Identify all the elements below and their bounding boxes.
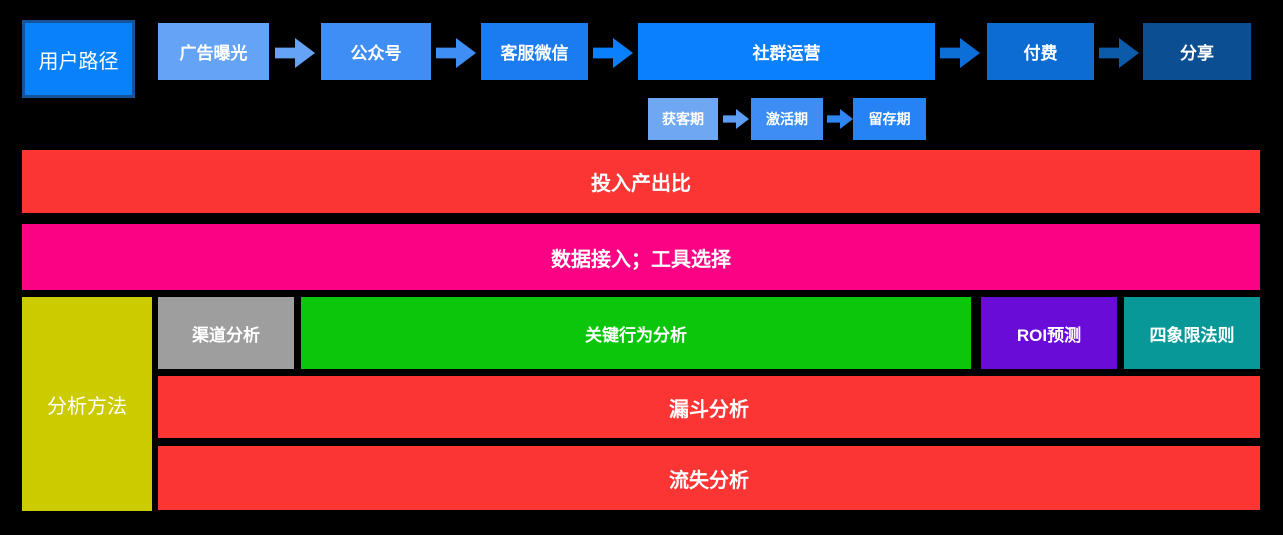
banner-roi-ratio: 投入产出比 bbox=[22, 150, 1260, 213]
phase-step-acquisition: 获客期 bbox=[648, 98, 718, 140]
phase-step-activation: 激活期 bbox=[751, 98, 823, 140]
right-arrow-icon bbox=[593, 38, 633, 68]
banner-data-access-tools: 数据接入；工具选择 bbox=[22, 224, 1260, 290]
method-roi-prediction: ROI预测 bbox=[981, 297, 1117, 369]
right-arrow-icon bbox=[940, 38, 980, 68]
right-arrow-icon bbox=[723, 109, 749, 129]
right-arrow-icon bbox=[275, 38, 315, 68]
right-arrow-icon bbox=[1099, 38, 1139, 68]
method-channel-analysis: 渠道分析 bbox=[158, 297, 294, 369]
flow-step-community-operation: 社群运营 bbox=[638, 23, 935, 80]
method-funnel-analysis: 漏斗分析 bbox=[158, 376, 1260, 438]
right-arrow-icon bbox=[436, 38, 476, 68]
flow-step-ad-exposure: 广告曝光 bbox=[158, 23, 269, 80]
user-path-title-box: 用户路径 bbox=[22, 20, 135, 98]
phase-step-retention: 留存期 bbox=[853, 98, 926, 140]
method-four-quadrant-rule: 四象限法则 bbox=[1124, 297, 1260, 369]
right-arrow-icon bbox=[827, 109, 853, 129]
flow-step-payment: 付费 bbox=[987, 23, 1094, 80]
method-key-behavior-analysis: 关键行为分析 bbox=[301, 297, 971, 369]
method-churn-analysis: 流失分析 bbox=[158, 446, 1260, 510]
analysis-methods-side-label: 分析方法 bbox=[22, 297, 152, 511]
flow-step-official-account: 公众号 bbox=[321, 23, 431, 80]
flow-step-service-wechat: 客服微信 bbox=[481, 23, 588, 80]
flow-step-share: 分享 bbox=[1143, 23, 1251, 80]
